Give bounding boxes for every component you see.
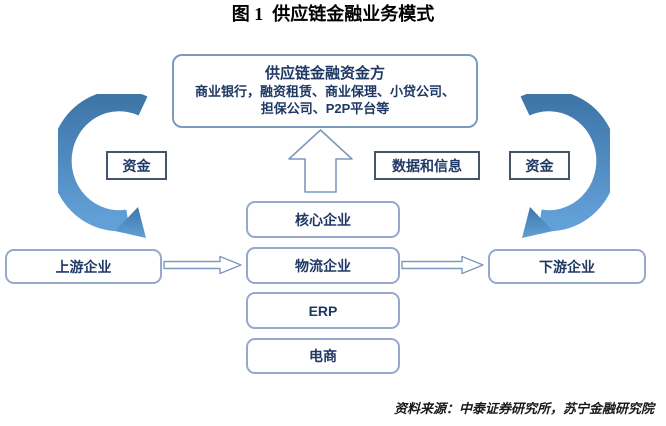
funder-box: 供应链金融资金方 商业银行，融资租赁、商业保理、小贷公司、 担保公司、P2P平台… xyxy=(172,54,478,128)
logistics-enterprise-box: 物流企业 xyxy=(246,247,400,284)
funder-box-title: 供应链金融资金方 xyxy=(264,65,385,82)
funder-box-line2: 担保公司、P2P平台等 xyxy=(260,101,390,116)
right-block-arrow-logistics-to-downstream-icon xyxy=(401,255,485,275)
data-info-label: 数据和信息 xyxy=(374,151,480,180)
left-curved-funds-arrow-icon xyxy=(58,94,150,246)
core-enterprise-box: 核心企业 xyxy=(246,201,400,238)
upstream-enterprise-box: 上游企业 xyxy=(5,249,162,284)
funds-label-left: 资金 xyxy=(106,151,167,180)
funder-box-line1: 商业银行，融资租赁、商业保理、小贷公司、 xyxy=(194,84,455,99)
ecommerce-box: 电商 xyxy=(246,338,400,374)
funds-label-right: 资金 xyxy=(509,151,570,180)
right-curved-funds-arrow-icon xyxy=(518,94,610,246)
right-block-arrow-upstream-to-logistics-icon xyxy=(163,255,243,275)
downstream-enterprise-box: 下游企业 xyxy=(488,249,646,284)
figure-title: 图 1 供应链金融业务模式 xyxy=(231,4,435,24)
source-note: 资料来源：中泰证券研究所，苏宁金融研究院 xyxy=(393,401,654,416)
erp-box: ERP xyxy=(246,292,400,329)
up-block-arrow-icon xyxy=(287,129,354,193)
